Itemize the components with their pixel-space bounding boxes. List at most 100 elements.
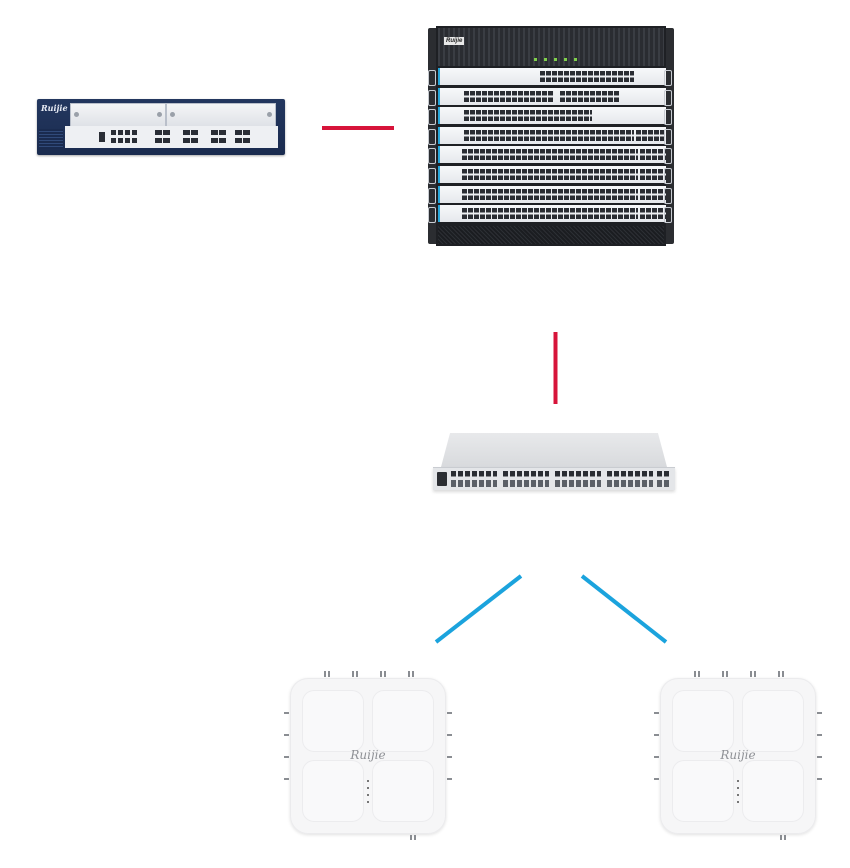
access-point-2[interactable]: Ruijie [652, 670, 824, 842]
antenna-panel [372, 760, 434, 822]
port-group [640, 208, 666, 220]
sfp-port [235, 130, 242, 135]
screw-icon [170, 112, 175, 117]
port-group [503, 471, 549, 487]
antenna-connector [750, 671, 752, 677]
card-handle-left [428, 148, 436, 165]
sfp-port [163, 130, 170, 135]
router-expansion-slot-1 [70, 103, 166, 127]
status-led [544, 58, 547, 61]
ethernet-port [118, 138, 123, 143]
sfp-port [163, 138, 170, 143]
status-led [737, 787, 739, 789]
side-connector [284, 734, 289, 736]
ap-brand-logo: Ruijie [350, 748, 386, 762]
chassis-brand-label: Ruijie [444, 37, 465, 45]
sfp-port [191, 138, 198, 143]
bottom-connector [414, 835, 416, 840]
side-connector [447, 712, 452, 714]
console-port [99, 132, 105, 142]
chassis-fan-tray [438, 226, 664, 244]
port-group [640, 149, 666, 161]
sfp-port [235, 138, 242, 143]
status-led [554, 58, 557, 61]
bottom-connector [784, 835, 786, 840]
antenna-connector [698, 671, 700, 677]
side-connector [284, 778, 289, 780]
status-led [574, 58, 577, 61]
rack-ear-left [428, 28, 438, 244]
screw-icon [157, 112, 162, 117]
antenna-panel [302, 760, 364, 822]
status-led [534, 58, 537, 61]
card-handle-left [428, 168, 436, 184]
card-handle-right [664, 187, 672, 204]
ap-shell [290, 678, 446, 834]
line-card [438, 107, 666, 125]
card-handle-right [664, 148, 672, 165]
port-group [462, 169, 638, 180]
card-handle-right [664, 128, 672, 145]
antenna-connector [412, 671, 414, 677]
gateway-router[interactable]: Ruijie [37, 99, 285, 155]
bottom-connector [780, 835, 782, 840]
ethernet-port [132, 130, 137, 135]
side-connector [654, 778, 659, 780]
port-group [640, 169, 666, 180]
ethernet-port [132, 138, 137, 143]
antenna-panel [302, 690, 364, 752]
card-handle-right [664, 89, 672, 106]
line-card [438, 87, 666, 105]
side-connector [447, 734, 452, 736]
port-group [607, 471, 653, 487]
antenna-panel [372, 690, 434, 752]
side-connector [817, 712, 822, 714]
antenna-connector [324, 671, 326, 677]
status-led [367, 794, 369, 796]
card-handle-left [428, 207, 436, 224]
uplink-port-group [657, 471, 671, 487]
port-group [464, 110, 592, 122]
sfp-port [243, 138, 250, 143]
switch-front-panel [433, 467, 675, 490]
antenna-panel [672, 690, 734, 752]
line-card [438, 126, 666, 144]
core-chassis-switch[interactable]: Ruijie [428, 26, 674, 246]
status-led [737, 780, 739, 782]
card-handle-right [664, 109, 672, 126]
access-switch[interactable] [431, 433, 677, 491]
ethernet-port [125, 138, 130, 143]
bottom-connector [410, 835, 412, 840]
screw-icon [74, 112, 79, 117]
status-led [737, 794, 739, 796]
console-port [437, 472, 447, 486]
antenna-panel [742, 760, 804, 822]
card-handle-right [664, 70, 672, 86]
link-access-to-ap2 [580, 574, 668, 644]
antenna-connector [384, 671, 386, 677]
line-card [438, 205, 666, 223]
antenna-connector [694, 671, 696, 677]
antenna-connector [356, 671, 358, 677]
antenna-connector [754, 671, 756, 677]
router-brand-label: Ruijie [41, 103, 68, 113]
side-connector [447, 756, 452, 758]
sfp-port [155, 130, 162, 135]
ethernet-port [111, 130, 116, 135]
sfp-port [219, 138, 226, 143]
port-group [464, 129, 634, 141]
chassis-top-panel: Ruijie [438, 28, 664, 66]
side-connector [817, 756, 822, 758]
antenna-connector [408, 671, 410, 677]
antenna-connector [328, 671, 330, 677]
card-handle-left [428, 128, 436, 145]
side-connector [284, 712, 289, 714]
card-handle-left [428, 187, 436, 204]
router-vent [39, 129, 63, 149]
antenna-connector [722, 671, 724, 677]
access-point-1[interactable]: Ruijie [282, 670, 454, 842]
status-led [737, 801, 739, 803]
rack-ear-right [664, 28, 674, 244]
side-connector [817, 778, 822, 780]
sfp-port [155, 138, 162, 143]
